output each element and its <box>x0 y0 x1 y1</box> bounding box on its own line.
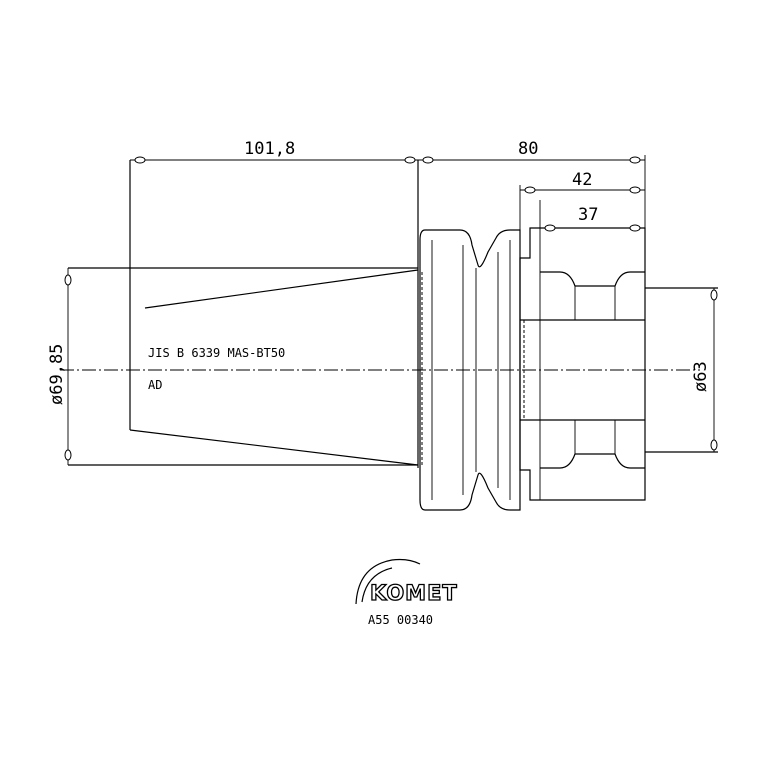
dimension-label-37: 37 <box>578 205 598 225</box>
dimension-diameter-shank <box>710 288 718 452</box>
standard-annotation: JIS B 6339 MAS-BT50 <box>148 346 285 360</box>
ad-annotation: AD <box>148 378 162 392</box>
flange <box>419 229 521 511</box>
dimension-37 <box>539 200 645 232</box>
dimension-42 <box>519 185 645 258</box>
logo-swoosh-inner <box>361 567 393 603</box>
shank <box>519 227 718 501</box>
dimension-label-diameter-taper: ø69,85 <box>47 344 67 405</box>
komet-logo: KOMET <box>355 558 458 606</box>
taper-body <box>68 160 423 468</box>
dimension-diameter-taper <box>64 268 72 465</box>
dimension-label-42: 42 <box>572 170 592 190</box>
logo-swoosh-arc <box>355 558 421 605</box>
dimension-label-101-8: 101,8 <box>244 139 295 159</box>
part-number: A55 00340 <box>368 613 433 627</box>
dimension-101-8 <box>130 156 418 164</box>
dimension-label-diameter-shank: ø63 <box>691 361 711 392</box>
dimension-80 <box>418 155 646 228</box>
logo-wordmark: KOMET <box>370 581 458 605</box>
dimension-label-80: 80 <box>518 139 538 159</box>
